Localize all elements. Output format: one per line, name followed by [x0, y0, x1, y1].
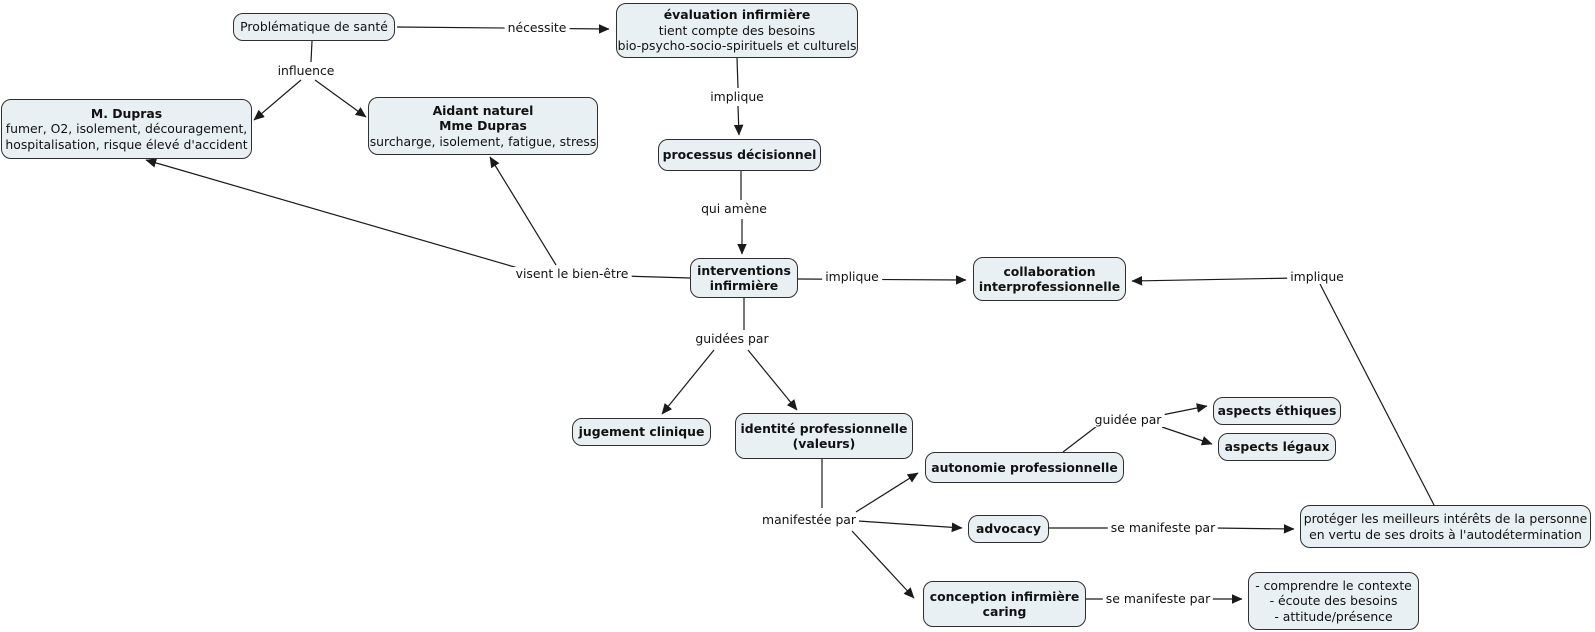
node-aspects-legaux[interactable]: aspects légaux	[1218, 433, 1336, 461]
arrow-influence-mdupras	[253, 79, 302, 121]
link-label-qui-amene[interactable]: qui amène	[698, 202, 770, 216]
node-text: hospitalisation, risque élevé d'accident	[5, 136, 248, 152]
arrow-implique-processus	[733, 105, 744, 136]
link-label-influence[interactable]: influence	[274, 64, 338, 78]
node-problematique-de-sante[interactable]: Problématique de santé	[233, 13, 395, 41]
node-title: processus décisionnel	[662, 147, 817, 163]
node-text: surcharge, isolement, fatigue, stress	[369, 133, 597, 149]
link-label-se-manifeste-caring[interactable]: se manifeste par	[1102, 592, 1214, 606]
node-processus-decisionnel[interactable]: processus décisionnel	[658, 139, 821, 171]
arrow-influence-aidant	[314, 79, 367, 118]
node-title: évaluation infirmière	[663, 7, 811, 23]
node-title: (valeurs)	[792, 436, 856, 451]
arrow-manifestee-advocacy	[857, 520, 963, 533]
edge-interventions-visent	[621, 275, 691, 279]
node-title: interventions	[697, 262, 791, 278]
node-title: jugement clinique	[578, 424, 705, 440]
node-title: Aidant naturel	[432, 102, 534, 118]
link-label-se-manifeste-advocacy[interactable]: se manifeste par	[1107, 521, 1219, 535]
node-text: fumer, O2, isolement, découragement,	[5, 121, 248, 137]
arrow-guidee-ethiques	[1161, 403, 1208, 416]
arrow-guidee-legaux	[1161, 426, 1213, 446]
node-title: collaboration	[1003, 263, 1096, 279]
link-label-implique-evaluation[interactable]: implique	[707, 90, 767, 104]
link-label-necessite[interactable]: nécessite	[504, 21, 570, 35]
node-title: autonomie professionnelle	[931, 459, 1118, 475]
arrow-manifestee-autonomie	[855, 472, 919, 513]
node-text: bio-psycho-socio-spirituels et culturels	[617, 38, 857, 54]
node-jugement-clinique[interactable]: jugement clinique	[572, 418, 711, 446]
link-label-implique-interventions[interactable]: implique	[822, 270, 882, 284]
arrow-manifestee-conception	[851, 530, 915, 599]
arrow-guidees-jugement	[661, 349, 715, 415]
edge-problematique-influence	[310, 40, 313, 63]
node-title: infirmière	[709, 278, 779, 293]
node-title: M. Dupras	[90, 105, 163, 121]
link-label-manifestee-par[interactable]: manifestée par	[759, 513, 859, 527]
node-conception-infirmiere-caring[interactable]: conception infirmière caring	[923, 581, 1086, 627]
node-text: tient compte des besoins	[658, 22, 816, 38]
node-text: - comprendre le contexte	[1255, 577, 1412, 593]
edge-autonomie-guidee	[1062, 425, 1098, 453]
node-text: Problématique de santé	[240, 19, 388, 35]
node-identite-professionnelle[interactable]: identité professionnelle (valeurs)	[735, 413, 913, 459]
link-label-guidees-par[interactable]: guidées par	[692, 332, 772, 346]
arrow-necessite-evaluation	[396, 24, 610, 34]
edge-implique-proteger-diagonal	[1319, 283, 1435, 506]
node-text: - attitude/présence	[1274, 608, 1393, 624]
arrow-visent-mdupras	[145, 158, 519, 269]
arrow-semanifeste-proteger	[1212, 524, 1295, 534]
node-interventions-infirmiere[interactable]: interventions infirmière	[690, 258, 798, 298]
node-title: interprofessionnelle	[978, 279, 1121, 294]
node-title: Mme Dupras	[439, 118, 527, 134]
edge-evaluation-implique	[736, 57, 739, 89]
node-proteger-interets[interactable]: protéger les meilleurs intérêts de la pe…	[1300, 505, 1591, 548]
link-label-visent-bien-etre[interactable]: visent le bien-être	[512, 267, 632, 281]
node-title: conception infirmière	[929, 588, 1080, 604]
arrow-visent-aidant	[489, 156, 557, 266]
node-text: en vertu de ses droits à l'autodétermina…	[1309, 526, 1582, 542]
node-text: - écoute des besoins	[1269, 593, 1398, 609]
node-text: protéger les meilleurs intérêts de la pe…	[1303, 511, 1588, 526]
arrow-implique-collaboration-right	[1131, 276, 1297, 286]
node-autonomie-professionnelle[interactable]: autonomie professionnelle	[925, 452, 1124, 483]
node-collaboration-interprofessionnelle[interactable]: collaboration interprofessionnelle	[973, 257, 1126, 301]
node-title: caring	[982, 604, 1027, 619]
node-advocacy[interactable]: advocacy	[968, 515, 1049, 543]
node-evaluation-infirmiere[interactable]: évaluation infirmière tient compte des b…	[616, 3, 858, 58]
node-m-dupras[interactable]: M. Dupras fumer, O2, isolement, décourag…	[1, 99, 252, 159]
arrow-guidees-identite	[747, 349, 798, 411]
node-aidant-naturel[interactable]: Aidant naturel Mme Dupras surcharge, iso…	[368, 97, 598, 155]
link-label-implique-proteger[interactable]: implique	[1287, 270, 1347, 284]
node-title: aspects légaux	[1224, 439, 1330, 455]
node-manifestations-caring[interactable]: - comprendre le contexte - écoute des be…	[1248, 572, 1419, 630]
node-aspects-ethiques[interactable]: aspects éthiques	[1213, 397, 1341, 425]
node-title: aspects éthiques	[1217, 403, 1337, 419]
link-label-guidee-par[interactable]: guidée par	[1091, 413, 1165, 427]
node-title: identité professionnelle	[740, 420, 908, 436]
node-title: advocacy	[976, 521, 1041, 537]
